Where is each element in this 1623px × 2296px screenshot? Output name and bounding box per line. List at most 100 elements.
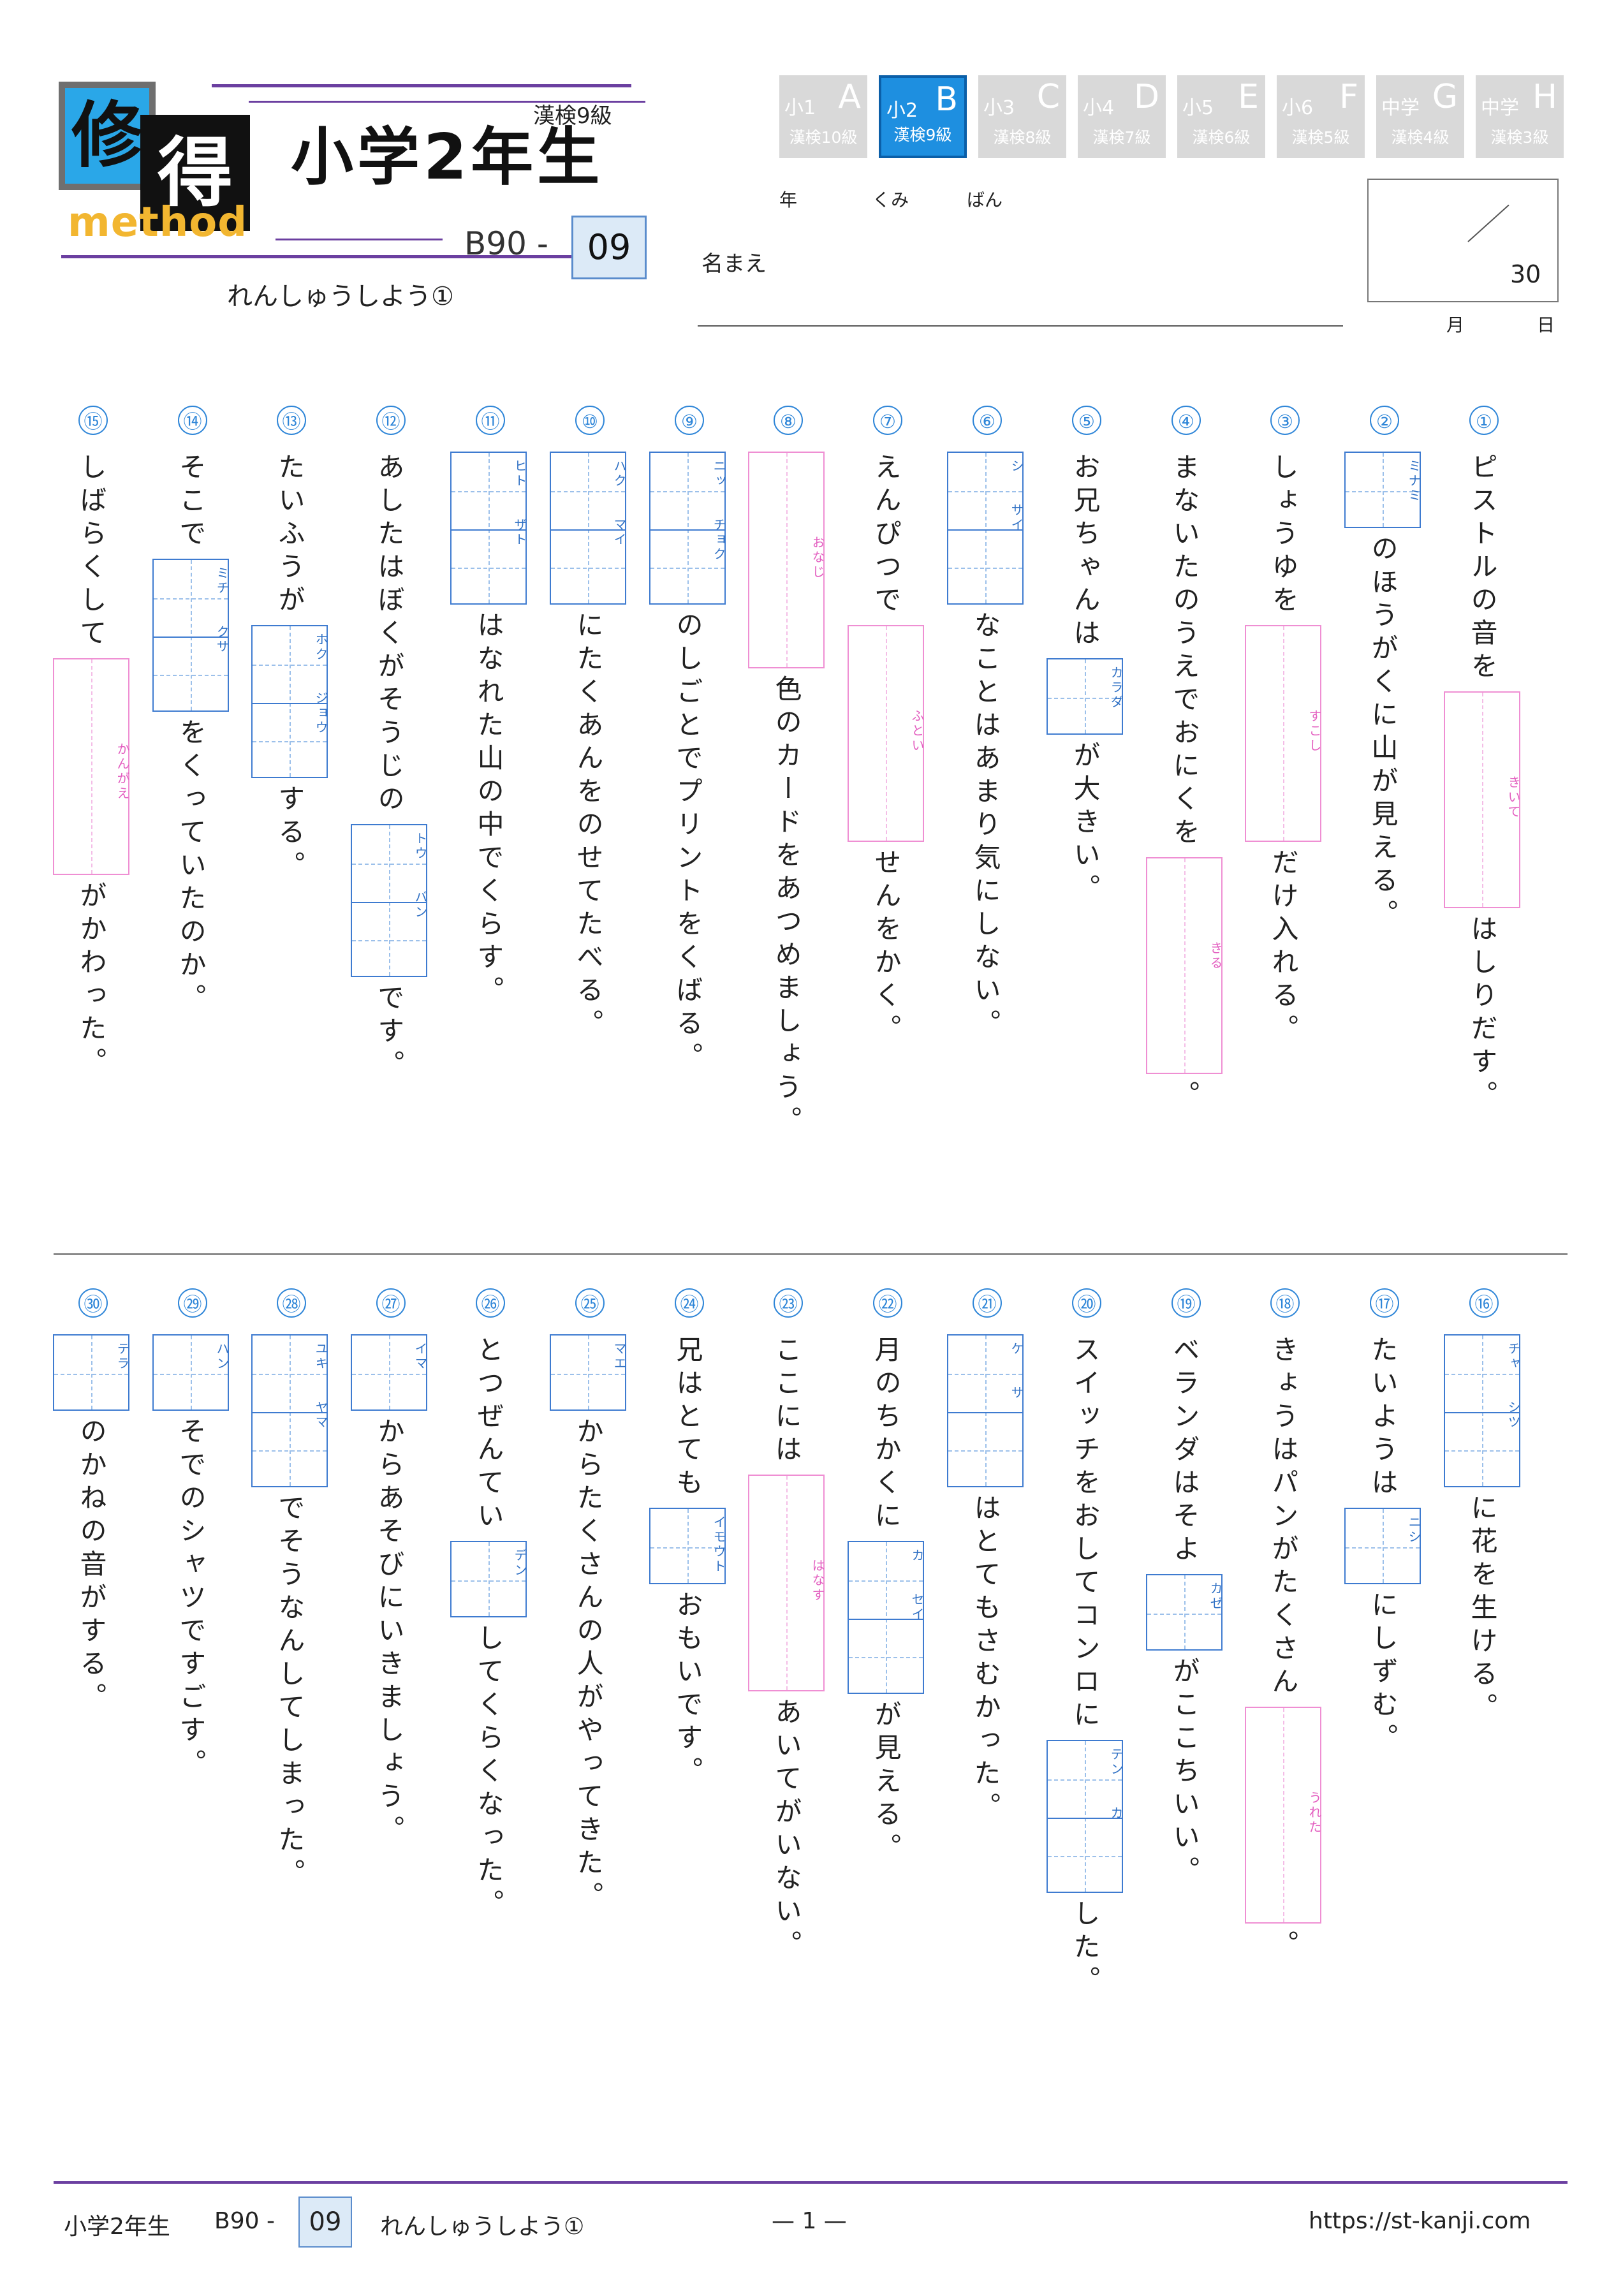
answer-writing-box[interactable]: すこし xyxy=(1245,625,1322,842)
header-rule-top-2 xyxy=(249,101,645,103)
question-number: ① xyxy=(1469,406,1499,435)
footer-grade: 小学2年生 xyxy=(64,2214,170,2240)
question-number: ㉚ xyxy=(78,1288,108,1318)
kanji-writing-box[interactable]: ミチ クサ xyxy=(152,559,230,712)
question-number: ③ xyxy=(1270,406,1300,435)
answer-writing-box[interactable]: かんがえ xyxy=(53,658,130,875)
kanji-writing-box[interactable]: ホク ジョウ xyxy=(251,625,328,778)
label-nen: 年 xyxy=(779,189,798,210)
grade-tab-kanken: 漢検7級 xyxy=(1092,128,1151,147)
question-number: ⑯ xyxy=(1469,1288,1499,1318)
kanji-writing-box[interactable]: カゼ xyxy=(1146,1574,1223,1651)
kanji-writing-box[interactable]: ハン xyxy=(152,1334,230,1411)
kanji-writing-box[interactable]: ユキ ヤマ xyxy=(251,1334,328,1487)
grade-tab-kanken: 漢検5級 xyxy=(1291,128,1350,147)
kanji-writing-box[interactable]: ヒト ザト xyxy=(450,452,527,605)
question-text: のしごとでプリントをくばる。 xyxy=(672,611,703,1075)
grade-tab-grade: 小6 xyxy=(1282,97,1314,119)
question-number: ㉙ xyxy=(178,1288,207,1318)
question-number: ㉕ xyxy=(575,1288,605,1318)
question-body: そこでミチ クサをくっていたのか。 xyxy=(151,449,230,1020)
reading-hint: ハン xyxy=(214,1342,230,1371)
kanji-writing-box[interactable]: シ サイ xyxy=(947,452,1024,605)
grade-tab-grade: 小4 xyxy=(1083,97,1115,119)
answer-writing-box[interactable]: ふとい xyxy=(848,625,925,842)
question-text: そでのシャツですごす。 xyxy=(175,1417,207,1782)
question-body: まないたのうえでおにくをきる。 xyxy=(1145,449,1224,1117)
grade-tab-kanken: 漢検9級 xyxy=(893,126,952,144)
kanji-writing-box[interactable]: ケ サ xyxy=(947,1334,1024,1487)
question-body: ヒト ザトはなれた山の中でくらす。 xyxy=(449,449,528,1013)
question-text: のほうがくに山が見える。 xyxy=(1367,534,1399,932)
kanji-writing-box[interactable]: カラダ xyxy=(1047,658,1124,735)
question-body: スイッチをおしてコンロにテン カした。 xyxy=(1045,1332,1124,2003)
kanji-writing-box[interactable]: イマ xyxy=(351,1334,428,1411)
label-ban: ばん xyxy=(967,189,1003,210)
kanji-writing-box[interactable]: トウ バン xyxy=(351,824,428,977)
kanji-writing-box[interactable]: デン xyxy=(450,1541,527,1617)
question-text: だけ入れる。 xyxy=(1268,848,1299,1047)
kanji-writing-box[interactable]: ニッ チョク xyxy=(649,452,726,605)
kanji-writing-box[interactable]: イモウト xyxy=(649,1508,726,1584)
kanji-writing-box[interactable]: ニシ xyxy=(1344,1508,1421,1584)
question-number: ④ xyxy=(1171,406,1201,435)
reading-hint: きる xyxy=(1208,941,1223,971)
footer-subtitle: れんしゅうしよう① xyxy=(380,2214,585,2240)
worksheet-code-prefix: B90 - xyxy=(464,225,548,262)
site-url[interactable]: https://st-kanji.com xyxy=(1309,2208,1531,2234)
kanji-writing-box[interactable]: カ セイ xyxy=(848,1541,925,1694)
answer-writing-box[interactable]: はなす xyxy=(748,1475,825,1691)
label-day: 日 xyxy=(1537,314,1555,335)
kanji-writing-box[interactable]: チャ シツ xyxy=(1444,1334,1521,1487)
header-rule-mid xyxy=(275,239,443,240)
question-body: あしたはぼくがそうじのトウ バンです。 xyxy=(349,449,429,1087)
question-body: おなじ色のカードをあつめましょう。 xyxy=(747,449,826,1143)
page-number: — 1 — xyxy=(772,2208,847,2234)
question-text: スイッチをおしてコンロに xyxy=(1069,1336,1101,1733)
question-body: たいようはニシにしずむ。 xyxy=(1343,1332,1422,1760)
reading-hint: すこし xyxy=(1307,709,1322,753)
grade-tab-grade: 小2 xyxy=(886,99,918,122)
question-number: ㉘ xyxy=(277,1288,306,1318)
kanji-writing-box[interactable]: ハク マイ xyxy=(550,452,627,605)
reading-hint: テラ xyxy=(115,1342,130,1371)
kanji-writing-box[interactable]: ミナミ xyxy=(1344,452,1421,528)
logo: 修 得 method xyxy=(59,82,258,249)
question-body: きょうはパンがたくさんうれた。 xyxy=(1244,1332,1323,1967)
question-body: しばらくしてかんがえがかわった。 xyxy=(52,449,131,1084)
question-body: ハンそでのシャツですごす。 xyxy=(151,1332,230,1786)
question-body: ハク マイにたくあんをのせてたべる。 xyxy=(548,449,628,1046)
question-text: 色のカードをあつめましょう。 xyxy=(771,675,802,1139)
question-text: あいてがいない。 xyxy=(771,1698,802,1963)
section-divider xyxy=(54,1253,1568,1255)
answer-writing-box[interactable]: きる xyxy=(1146,857,1223,1074)
kanji-writing-box[interactable]: テラ xyxy=(53,1334,130,1411)
logo-block-black xyxy=(140,115,250,231)
question-number: ⑳ xyxy=(1072,1288,1101,1318)
answer-writing-box[interactable]: うれた xyxy=(1245,1707,1322,1924)
grade-tab-letter: A xyxy=(838,78,861,116)
question-body: ユキ ヤマでそうなんしてしまった。 xyxy=(250,1332,329,1895)
answer-writing-box[interactable]: きいて xyxy=(1444,691,1521,908)
question-text: お兄ちゃんは xyxy=(1069,453,1101,652)
reading-hint: カゼ xyxy=(1208,1582,1223,1611)
grade-tab-grade: 小5 xyxy=(1182,97,1214,119)
kanji-writing-box[interactable]: テン カ xyxy=(1047,1740,1124,1893)
reading-hint: ケ サ xyxy=(1009,1342,1024,1401)
kanji-writing-box[interactable]: マエ xyxy=(550,1334,627,1411)
name-line[interactable] xyxy=(698,325,1343,327)
question-number: ㉓ xyxy=(774,1288,803,1318)
score-box[interactable] xyxy=(1367,179,1559,302)
grade-tab-kanken: 漢検3級 xyxy=(1490,128,1549,147)
reading-hint: ミチ クサ xyxy=(214,566,230,654)
logo-block-blue xyxy=(59,82,156,190)
answer-writing-box[interactable]: おなじ xyxy=(748,452,825,668)
